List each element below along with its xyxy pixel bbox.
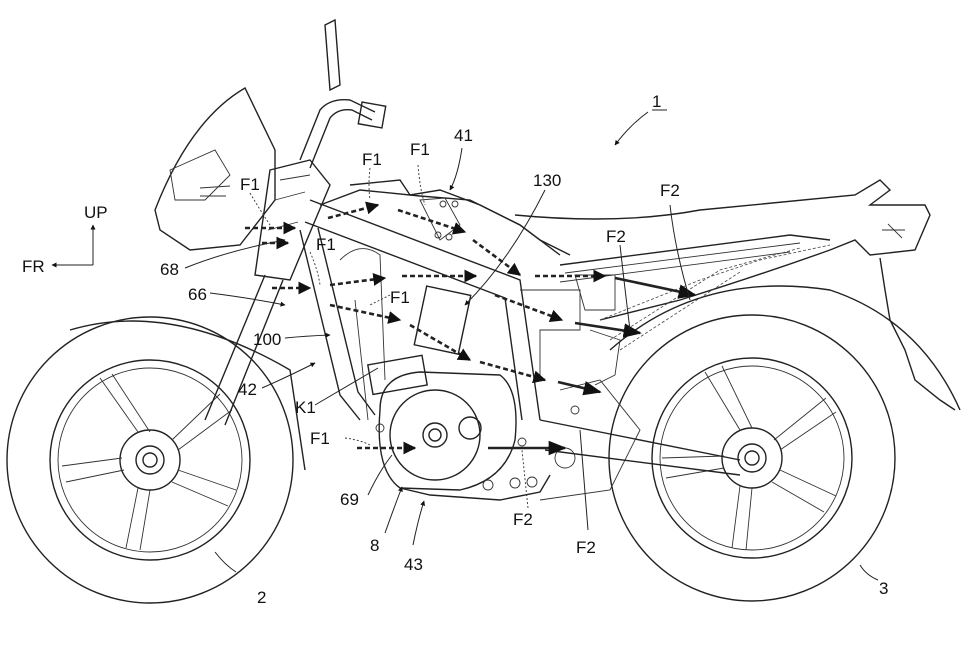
label-f1: F1 bbox=[240, 175, 260, 194]
f1-arrow bbox=[329, 273, 387, 287]
label-2: 2 bbox=[257, 588, 266, 607]
leader-lines bbox=[184, 109, 879, 581]
ecu-130 bbox=[413, 285, 472, 355]
f1-arrow bbox=[329, 303, 402, 324]
label-41: 41 bbox=[454, 126, 473, 145]
swingarm bbox=[539, 405, 741, 476]
label-3: 3 bbox=[879, 579, 888, 598]
label-69: 69 bbox=[340, 490, 359, 509]
front-cowl bbox=[154, 87, 276, 251]
motor-8 bbox=[375, 371, 551, 501]
label-42: 42 bbox=[238, 380, 257, 399]
label-f2: F2 bbox=[606, 227, 626, 246]
label-f1: F1 bbox=[410, 140, 430, 159]
label-43: 43 bbox=[404, 555, 423, 574]
labels: 1 UP FR F1 F1 F1 F1 F1 F1 41 130 F2 F2 F… bbox=[22, 92, 888, 607]
f2-arrow bbox=[614, 276, 697, 299]
rear-wheel bbox=[608, 285, 961, 602]
tank-cover-41 bbox=[349, 179, 571, 256]
f1-arrow bbox=[494, 293, 564, 322]
label-130: 130 bbox=[533, 171, 561, 190]
front-wheel bbox=[6, 316, 306, 604]
rear-fender bbox=[609, 285, 961, 411]
label-100: 100 bbox=[253, 330, 281, 349]
label-k1: K1 bbox=[295, 398, 316, 417]
f1-arrow bbox=[397, 208, 467, 235]
label-66: 66 bbox=[188, 285, 207, 304]
case-43 bbox=[399, 474, 551, 501]
label-f1: F1 bbox=[362, 150, 382, 169]
label-f2: F2 bbox=[576, 538, 596, 557]
label-up: UP bbox=[84, 203, 108, 222]
f2-arrow bbox=[574, 321, 642, 338]
front-fender bbox=[69, 320, 306, 471]
airflow-f2-arrows bbox=[488, 276, 697, 456]
orientation-indicator bbox=[51, 224, 96, 268]
label-f1: F1 bbox=[316, 235, 336, 254]
front-fork bbox=[204, 18, 387, 426]
label-f2: F2 bbox=[660, 181, 680, 200]
f1-arrow bbox=[409, 323, 472, 362]
f1-arrow bbox=[472, 238, 522, 277]
label-f2: F2 bbox=[513, 510, 533, 529]
rear-components bbox=[520, 244, 831, 501]
label-1: 1 bbox=[652, 92, 661, 111]
label-f1: F1 bbox=[390, 288, 410, 307]
label-f1: F1 bbox=[310, 429, 330, 448]
f1-arrow bbox=[327, 201, 380, 220]
label-8: 8 bbox=[370, 536, 379, 555]
f2-arrow bbox=[557, 380, 602, 396]
label-68: 68 bbox=[160, 260, 179, 279]
label-fr: FR bbox=[22, 257, 45, 276]
airflow-f1-arrows bbox=[245, 201, 607, 455]
f1-arrow bbox=[479, 360, 547, 384]
